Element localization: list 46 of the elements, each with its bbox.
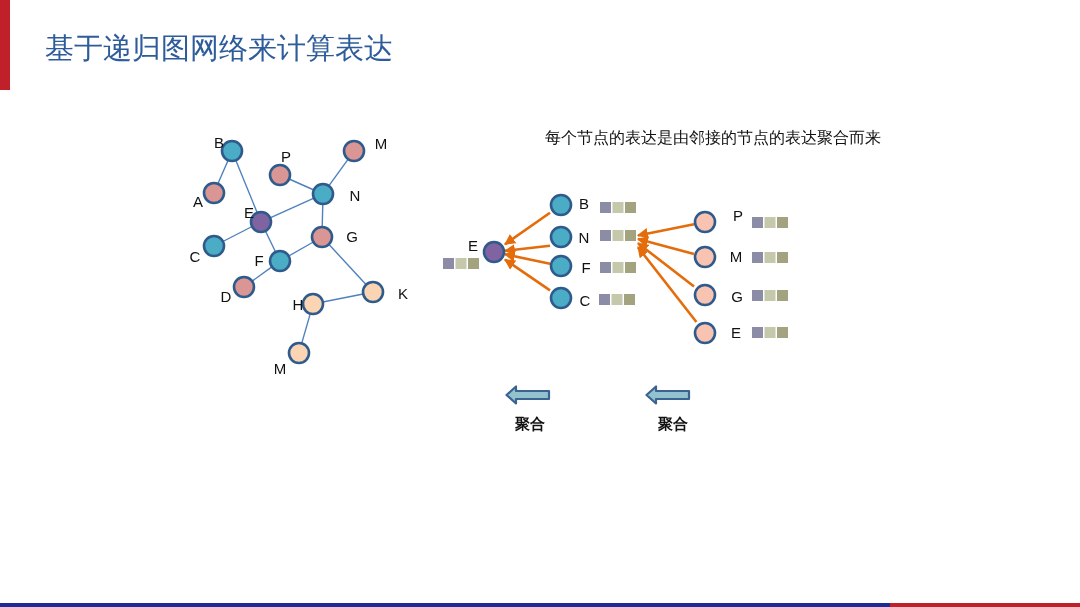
connector-line [264,230,277,253]
connector-line [321,203,324,228]
connector-line [322,293,364,303]
subtitle: 每个节点的表达是由邻接的节点的表达聚合而来 [545,128,881,146]
node-label: N [578,228,590,246]
arrow [504,211,551,246]
arrow [636,236,695,256]
node-label: P [281,147,291,165]
connector-line [288,178,315,191]
node-label: D [220,287,232,305]
node-label: M [273,359,287,377]
node-label: P [733,206,743,224]
connector-line [251,266,273,282]
connector-line [235,159,258,214]
arrow [636,222,695,239]
node-label: M [374,134,388,152]
node-label: F [581,258,591,276]
node-label: C [189,247,201,265]
arrow [637,242,695,288]
connector-line [217,159,229,185]
node-label: E [244,203,254,221]
node-label: B [214,133,224,151]
connector-line [288,241,314,257]
connector-line [269,197,315,219]
connector-line [222,225,253,243]
aggregation-label: 聚合 [658,414,688,432]
node-label: H [292,295,304,313]
slide-title: 基于递归图网络来计算表达 [45,31,393,66]
node-label: G [346,227,358,245]
arrow [636,246,698,323]
arrow [504,258,551,292]
node-label: E [468,236,478,254]
node-label: C [579,291,591,309]
node-label: M [729,247,743,265]
node-label: A [193,192,203,210]
node-label: E [731,323,741,341]
node-label: G [731,287,743,305]
node-label: K [398,284,408,302]
connector-line [328,158,349,187]
node-label: B [579,194,589,212]
node-label: F [254,251,264,269]
connector-line [328,243,367,286]
arrow [503,250,551,265]
arrow [503,244,551,256]
aggregation-label: 聚合 [515,414,545,432]
node-label: N [349,186,361,204]
